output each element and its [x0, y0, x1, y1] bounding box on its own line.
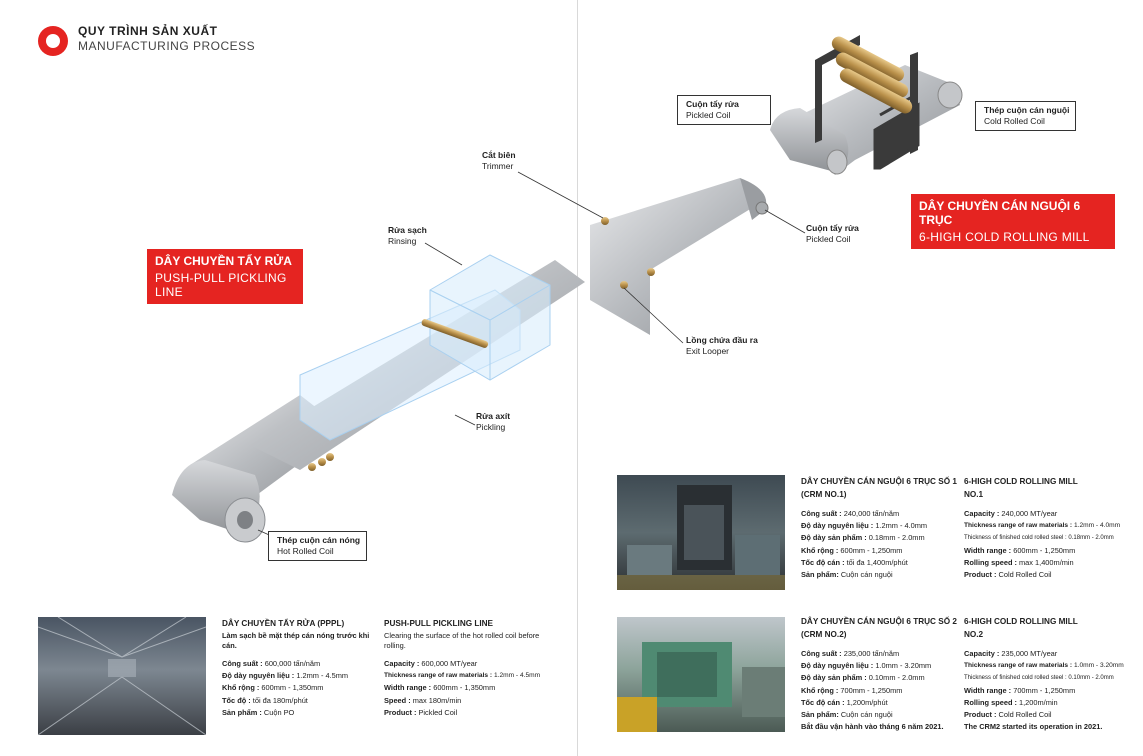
pppl-title-en: PUSH-PULL PICKLING LINE: [384, 619, 494, 628]
crm1-spec-row: Khổ rộng : 600mm - 1,250mm: [801, 545, 903, 555]
crm1-spec-row: Capacity : 240,000 MT/year: [964, 509, 1058, 518]
crm1-info-vn: DÂY CHUYỀN CÁN NGUỘI 6 TRỤC SỐ 1 (CRM NO…: [801, 475, 961, 581]
label-trimmer-vn: Cắt biên: [482, 150, 516, 160]
label-pickled-coil-2-vn: Cuộn tẩy rửa: [806, 223, 859, 233]
pppl-desc-vn: Làm sạch bề mặt thép cán nóng trước khi …: [222, 631, 370, 650]
crm2-spec-row: Tốc độ cán : 1,200m/phút: [801, 697, 888, 707]
pppl-desc-en: Clearing the surface of the hot rolled c…: [384, 631, 540, 650]
crm1-title-en: 6-HIGH COLD ROLLING MILL: [964, 477, 1078, 486]
crm1-spec-row: Width range : 600mm - 1,250mm: [964, 545, 1076, 555]
crm1-subtitle-en: NO.1: [964, 490, 984, 499]
label-pickled-coil-1-en: Pickled Coil: [686, 110, 731, 120]
rinsing-box: [429, 254, 551, 381]
rolling-mill-title: DÂY CHUYỀN CÁN NGUỘI 6 TRỤC 6-HIGH COLD …: [911, 194, 1115, 249]
pickling-line-title-vn: DÂY CHUYỀN TẨY RỬA: [155, 254, 292, 268]
label-trimmer-en: Trimmer: [482, 161, 514, 171]
crm2-spec-row: Khổ rộng : 700mm - 1,250mm: [801, 685, 903, 695]
crm1-spec-row: Độ dày nguyên liệu : 1.2mm - 4.0mm: [801, 521, 928, 531]
label-trimmer: Cắt biên Trimmer: [482, 150, 516, 172]
crm2-spec-row: Product : Cold Rolled Coil: [964, 710, 1052, 720]
label-pickling: Rửa axít Pickling: [476, 411, 510, 433]
crm1-spec-row: Thickness of finished cold rolled steel …: [964, 535, 1114, 542]
crm2-spec-row: Công suất : 235,000 tấn/năm: [801, 649, 900, 658]
mill-stand-left: [815, 35, 860, 143]
crm2-spec-row: Độ dày nguyên liệu : 1.0mm - 3.20mm: [801, 661, 932, 671]
crm2-spec-row: Capacity : 235,000 MT/year: [964, 649, 1058, 658]
pppl-spec-row: Thickness range of raw materials : 1.2mm…: [384, 672, 541, 680]
crm2-spec-row: Sản phẩm: Cuộn cán nguội: [801, 710, 893, 720]
crm2-spec-row: Width range : 700mm - 1,250mm: [964, 685, 1076, 695]
label-cold-rolled-coil: Thép cuộn cán nguội Cold Rolled Coil: [975, 101, 1077, 131]
rolling-mill-title-en: 6-HIGH COLD ROLLING MILL: [919, 230, 1090, 244]
label-exit-looper-vn: Lồng chứa đầu ra: [686, 335, 758, 345]
crm1-spec-row: Sản phẩm: Cuộn cán nguội: [801, 570, 893, 580]
page-divider: [577, 0, 578, 756]
pppl-spec-row: Tốc độ : tối đa 180m/phút: [222, 695, 308, 705]
pppl-spec-row: Khổ rộng : 600mm - 1,350mm: [222, 683, 324, 693]
pppl-info-vn: DÂY CHUYỀN TẨY RỬA (PPPL) Làm sạch bề mặ…: [222, 617, 372, 719]
crm2-spec-row: Thickness range of raw materials : 1.0mm…: [964, 662, 1124, 670]
crm1-mill-photo: [617, 475, 785, 590]
crm2-note-en: The CRM2 started its operation in 2021.: [964, 722, 1103, 732]
pppl-spec-row: Công suất : 600,000 tấn/năm: [222, 659, 321, 668]
crm1-spec-row: Product : Cold Rolled Coil: [964, 570, 1052, 580]
pppl-factory-photo: [38, 617, 206, 735]
crm2-spec-row: Rolling speed : 1,200m/min: [964, 697, 1058, 707]
label-pickled-coil-2-en: Pickled Coil: [806, 234, 851, 244]
rolling-mill-title-vn: DÂY CHUYỀN CÁN NGUỘI 6 TRỤC: [919, 199, 1081, 227]
crm1-spec-row: Độ dày sản phẩm : 0.18mm - 2.0mm: [801, 533, 925, 543]
label-exit-looper: Lồng chứa đầu ra Exit Looper: [686, 335, 758, 357]
crm2-note-vn: Bắt đầu vận hành vào tháng 6 năm 2021.: [801, 722, 944, 732]
pppl-spec-row: Speed : max 180m/min: [384, 695, 462, 705]
label-pickled-coil-1: Cuộn tẩy rửa Pickled Coil: [677, 95, 771, 125]
crm2-title-vn: DÂY CHUYỀN CÁN NGUỘI 6 TRỤC SỐ 2: [801, 617, 957, 626]
ring-logo-icon: [38, 26, 68, 56]
crm1-title-vn: DÂY CHUYỀN CÁN NGUỘI 6 TRỤC SỐ 1: [801, 477, 957, 486]
pickling-line-title-en: PUSH-PULL PICKLING LINE: [155, 271, 287, 299]
pppl-spec-row: Product : Pickled Coil: [384, 707, 458, 717]
crm2-subtitle-en: NO.2: [964, 630, 984, 639]
pppl-spec-row: Capacity : 600,000 MT/year: [384, 659, 478, 668]
label-cold-rolled-coil-vn: Thép cuộn cán nguội: [984, 105, 1070, 115]
label-rinsing: Rửa sạch Rinsing: [388, 225, 427, 247]
pppl-title-vn: DÂY CHUYỀN TẨY RỬA (PPPL): [222, 619, 345, 628]
crm1-spec-row: Công suất : 240,000 tấn/năm: [801, 509, 900, 518]
pickling-line-title: DÂY CHUYỀN TẨY RỬA PUSH-PULL PICKLING LI…: [147, 249, 303, 304]
pppl-spec-row: Width range : 600mm - 1,350mm: [384, 683, 496, 693]
exit-looper: [590, 178, 765, 335]
pppl-spec-row: Sản phẩm : Cuộn PO: [222, 707, 295, 717]
crm2-spec-row: Thickness of finished cold rolled steel …: [964, 675, 1114, 682]
label-hot-rolled-coil-en: Hot Rolled Coil: [277, 546, 334, 556]
crm1-info-en: 6-HIGH COLD ROLLING MILL NO.1 Capacity :…: [964, 475, 1139, 581]
crm2-subtitle-vn: (CRM NO.2): [801, 630, 847, 639]
page-title-en: MANUFACTURING PROCESS: [78, 39, 256, 53]
crm2-mill-photo: [617, 617, 785, 732]
crm2-info-vn: DÂY CHUYỀN CÁN NGUỘI 6 TRỤC SỐ 2 (CRM NO…: [801, 615, 961, 733]
label-cold-rolled-coil-en: Cold Rolled Coil: [984, 116, 1045, 126]
label-pickling-en: Pickling: [476, 422, 506, 432]
label-pickling-vn: Rửa axít: [476, 411, 511, 421]
label-rinsing-en: Rinsing: [388, 236, 417, 246]
page-title-vn: QUY TRÌNH SẢN XUẤT: [78, 24, 218, 38]
label-hot-rolled-coil-vn: Thép cuộn cán nóng: [277, 535, 361, 545]
label-rinsing-vn: Rửa sạch: [388, 225, 427, 235]
label-pickled-coil-2: Cuộn tẩy rửa Pickled Coil: [806, 223, 859, 245]
label-pickled-coil-1-vn: Cuộn tẩy rửa: [686, 99, 739, 109]
pppl-info-en: PUSH-PULL PICKLING LINE Clearing the sur…: [384, 617, 559, 719]
label-exit-looper-en: Exit Looper: [686, 346, 729, 356]
crm1-spec-row: Thickness range of raw materials : 1.2mm…: [964, 522, 1121, 530]
crm1-spec-row: Tốc độ cán : tối đa 1,400m/phút: [801, 557, 908, 567]
crm2-title-en: 6-HIGH COLD ROLLING MILL: [964, 617, 1078, 626]
crm1-spec-row: Rolling speed : max 1,400m/min: [964, 557, 1074, 567]
crm2-info-en: 6-HIGH COLD ROLLING MILL NO.2 Capacity :…: [964, 615, 1139, 733]
crm2-spec-row: Độ dày sản phẩm : 0.10mm - 2.0mm: [801, 673, 925, 683]
crm1-subtitle-vn: (CRM NO.1): [801, 490, 847, 499]
pppl-spec-row: Độ dày nguyên liệu : 1.2mm - 4.5mm: [222, 671, 349, 681]
label-hot-rolled-coil: Thép cuộn cán nóng Hot Rolled Coil: [268, 531, 368, 561]
